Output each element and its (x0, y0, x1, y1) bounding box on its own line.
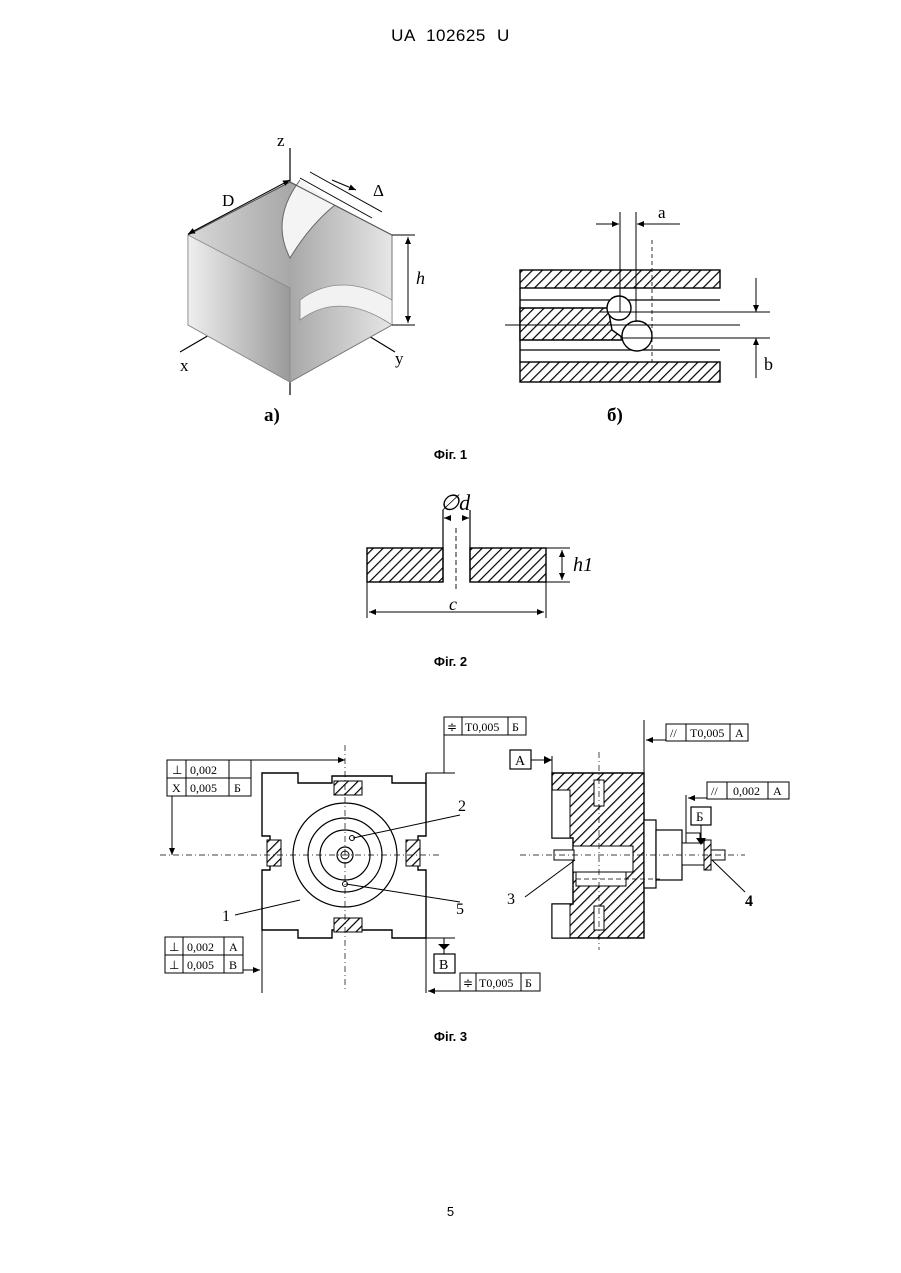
fig3-tol-rm-ref: A (773, 784, 782, 798)
fig3-tol-rt-val: T0,005 (690, 726, 724, 740)
fig3-tol-rt-ref: A (735, 726, 744, 740)
fig3-label-4: 4 (745, 893, 753, 910)
fig1a-sublabel: а) (264, 405, 280, 426)
fig3-tol-left-0-sym: ⊥ (172, 763, 182, 777)
fig3-tol-rt-sym: // (670, 726, 677, 740)
fig1a-dim-delta: Δ (373, 181, 384, 200)
fig2-dim-h1: h1 (573, 554, 593, 576)
fig3-label-2: 2 (458, 798, 466, 815)
fig1a-dim-D: D (222, 191, 234, 210)
fig3-tol-top-val: T0,005 (465, 720, 499, 734)
fig3-tol-left-1-val: 0,005 (190, 781, 217, 795)
fig2-drawing: ∅d h1 c (367, 490, 593, 618)
fig3-label-5: 5 (456, 901, 464, 918)
fig3-tol-bl-0-ref: A (229, 940, 238, 954)
fig3-tol-bottom-frame: ≑ T0,005 Б (460, 973, 540, 991)
fig1b-dim-a: a (658, 203, 666, 222)
fig3-datum-Б: Б (691, 807, 711, 825)
fig3-tol-left-0-val: 0,002 (190, 763, 217, 777)
fig3-side-view: 3 4 (507, 720, 753, 950)
fig3-tol-top-ref: Б (512, 720, 519, 734)
fig1a-axis-y: y (395, 349, 404, 368)
fig3-label-3: 3 (507, 891, 515, 908)
fig3-datum-A-text: A (515, 754, 526, 769)
fig3-tol-bottom-ref: Б (525, 976, 532, 990)
fig1a-axis-x: x (180, 356, 189, 375)
fig1b-sublabel: б) (607, 405, 623, 426)
fig1a-axis-z: z (277, 131, 285, 150)
fig1b-dim-b: b (764, 354, 773, 374)
fig3-tol-right-top-frame: // T0,005 A (666, 724, 748, 741)
fig1-caption: Фіг. 1 (0, 447, 901, 462)
fig3-tol-top-sym: ≑ (447, 720, 457, 734)
fig3-tol-bl-1-ref: B (229, 958, 237, 972)
fig2-dim-d: ∅d (440, 490, 471, 515)
fig1b-drawing: a b б) (505, 203, 773, 426)
fig3-tol-right-mid-frame: // 0,002 A (707, 782, 789, 799)
fig2-caption: Фіг. 2 (0, 654, 901, 669)
fig3-tol-left-1-ref: Б (234, 781, 241, 795)
fig1a-dim-h: h (416, 268, 425, 288)
fig3-tol-left-1-sym: X (172, 781, 181, 795)
fig3-tol-bl-0-sym: ⊥ (169, 940, 179, 954)
fig3-tol-rm-val: 0,002 (733, 784, 760, 798)
fig3-datum-Б-text: Б (696, 809, 703, 824)
page-number: 5 (0, 1204, 901, 1219)
fig3-datum-B: B (434, 954, 455, 973)
fig3-tol-bl-1-val: 0,005 (187, 958, 214, 972)
fig3-tol-left-frame: ⊥ 0,002 X 0,005 Б (167, 760, 251, 796)
fig3-tol-bottom-left-frame: ⊥ 0,002 A ⊥ 0,005 B (165, 937, 243, 973)
fig3-tol-top-frame: ≑ T0,005 Б (444, 717, 526, 735)
fig3-caption: Фіг. 3 (0, 1029, 901, 1044)
fig3-tol-bl-1-sym: ⊥ (169, 958, 179, 972)
fig3-tol-bl-0-val: 0,002 (187, 940, 214, 954)
fig3-tol-rm-sym: // (711, 784, 718, 798)
fig3-datum-B-text: B (439, 958, 448, 973)
fig1a-drawing: z x y D Δ h а) (180, 131, 425, 426)
fig3-tol-bottom-sym: ≑ (463, 976, 473, 990)
fig3-label-1: 1 (222, 908, 230, 925)
fig3-tol-bottom-val: T0,005 (479, 976, 513, 990)
fig3-datum-A: A (510, 750, 531, 769)
fig2-dim-c: c (449, 594, 457, 614)
